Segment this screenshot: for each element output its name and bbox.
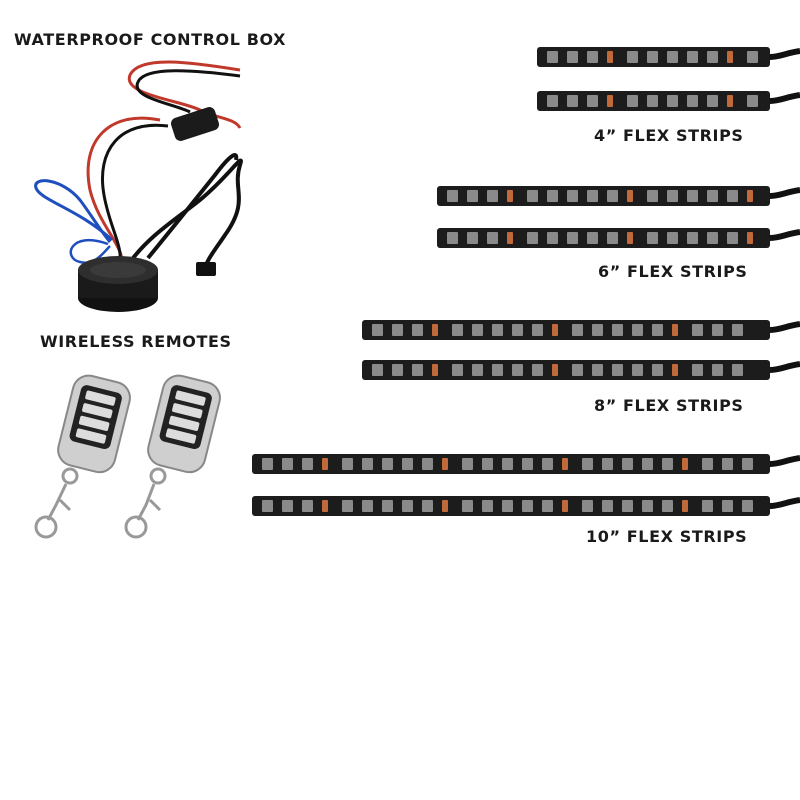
- flex-strip: [252, 496, 800, 516]
- flex-strips-group: [252, 47, 800, 516]
- flex-strips-8-label: 8” FLEX STRIPS: [594, 396, 744, 415]
- flex-strip: [437, 228, 800, 248]
- flex-strip: [537, 47, 800, 67]
- flex-strip: [362, 320, 800, 340]
- flex-strip: [537, 91, 800, 111]
- flex-strip: [362, 360, 800, 380]
- flex-strips-4-label: 4” FLEX STRIPS: [594, 126, 744, 145]
- wireless-remotes-image: [34, 374, 221, 539]
- flex-strip: [437, 186, 800, 206]
- flex-strips-6-label: 6” FLEX STRIPS: [598, 262, 748, 281]
- wireless-remotes-label: WIRELESS REMOTES: [40, 332, 232, 351]
- flex-strips-10-label: 10” FLEX STRIPS: [586, 527, 748, 546]
- control-box-image: [34, 60, 243, 312]
- flex-strip: [252, 454, 800, 474]
- control-box-label: WATERPROOF CONTROL BOX: [14, 30, 287, 49]
